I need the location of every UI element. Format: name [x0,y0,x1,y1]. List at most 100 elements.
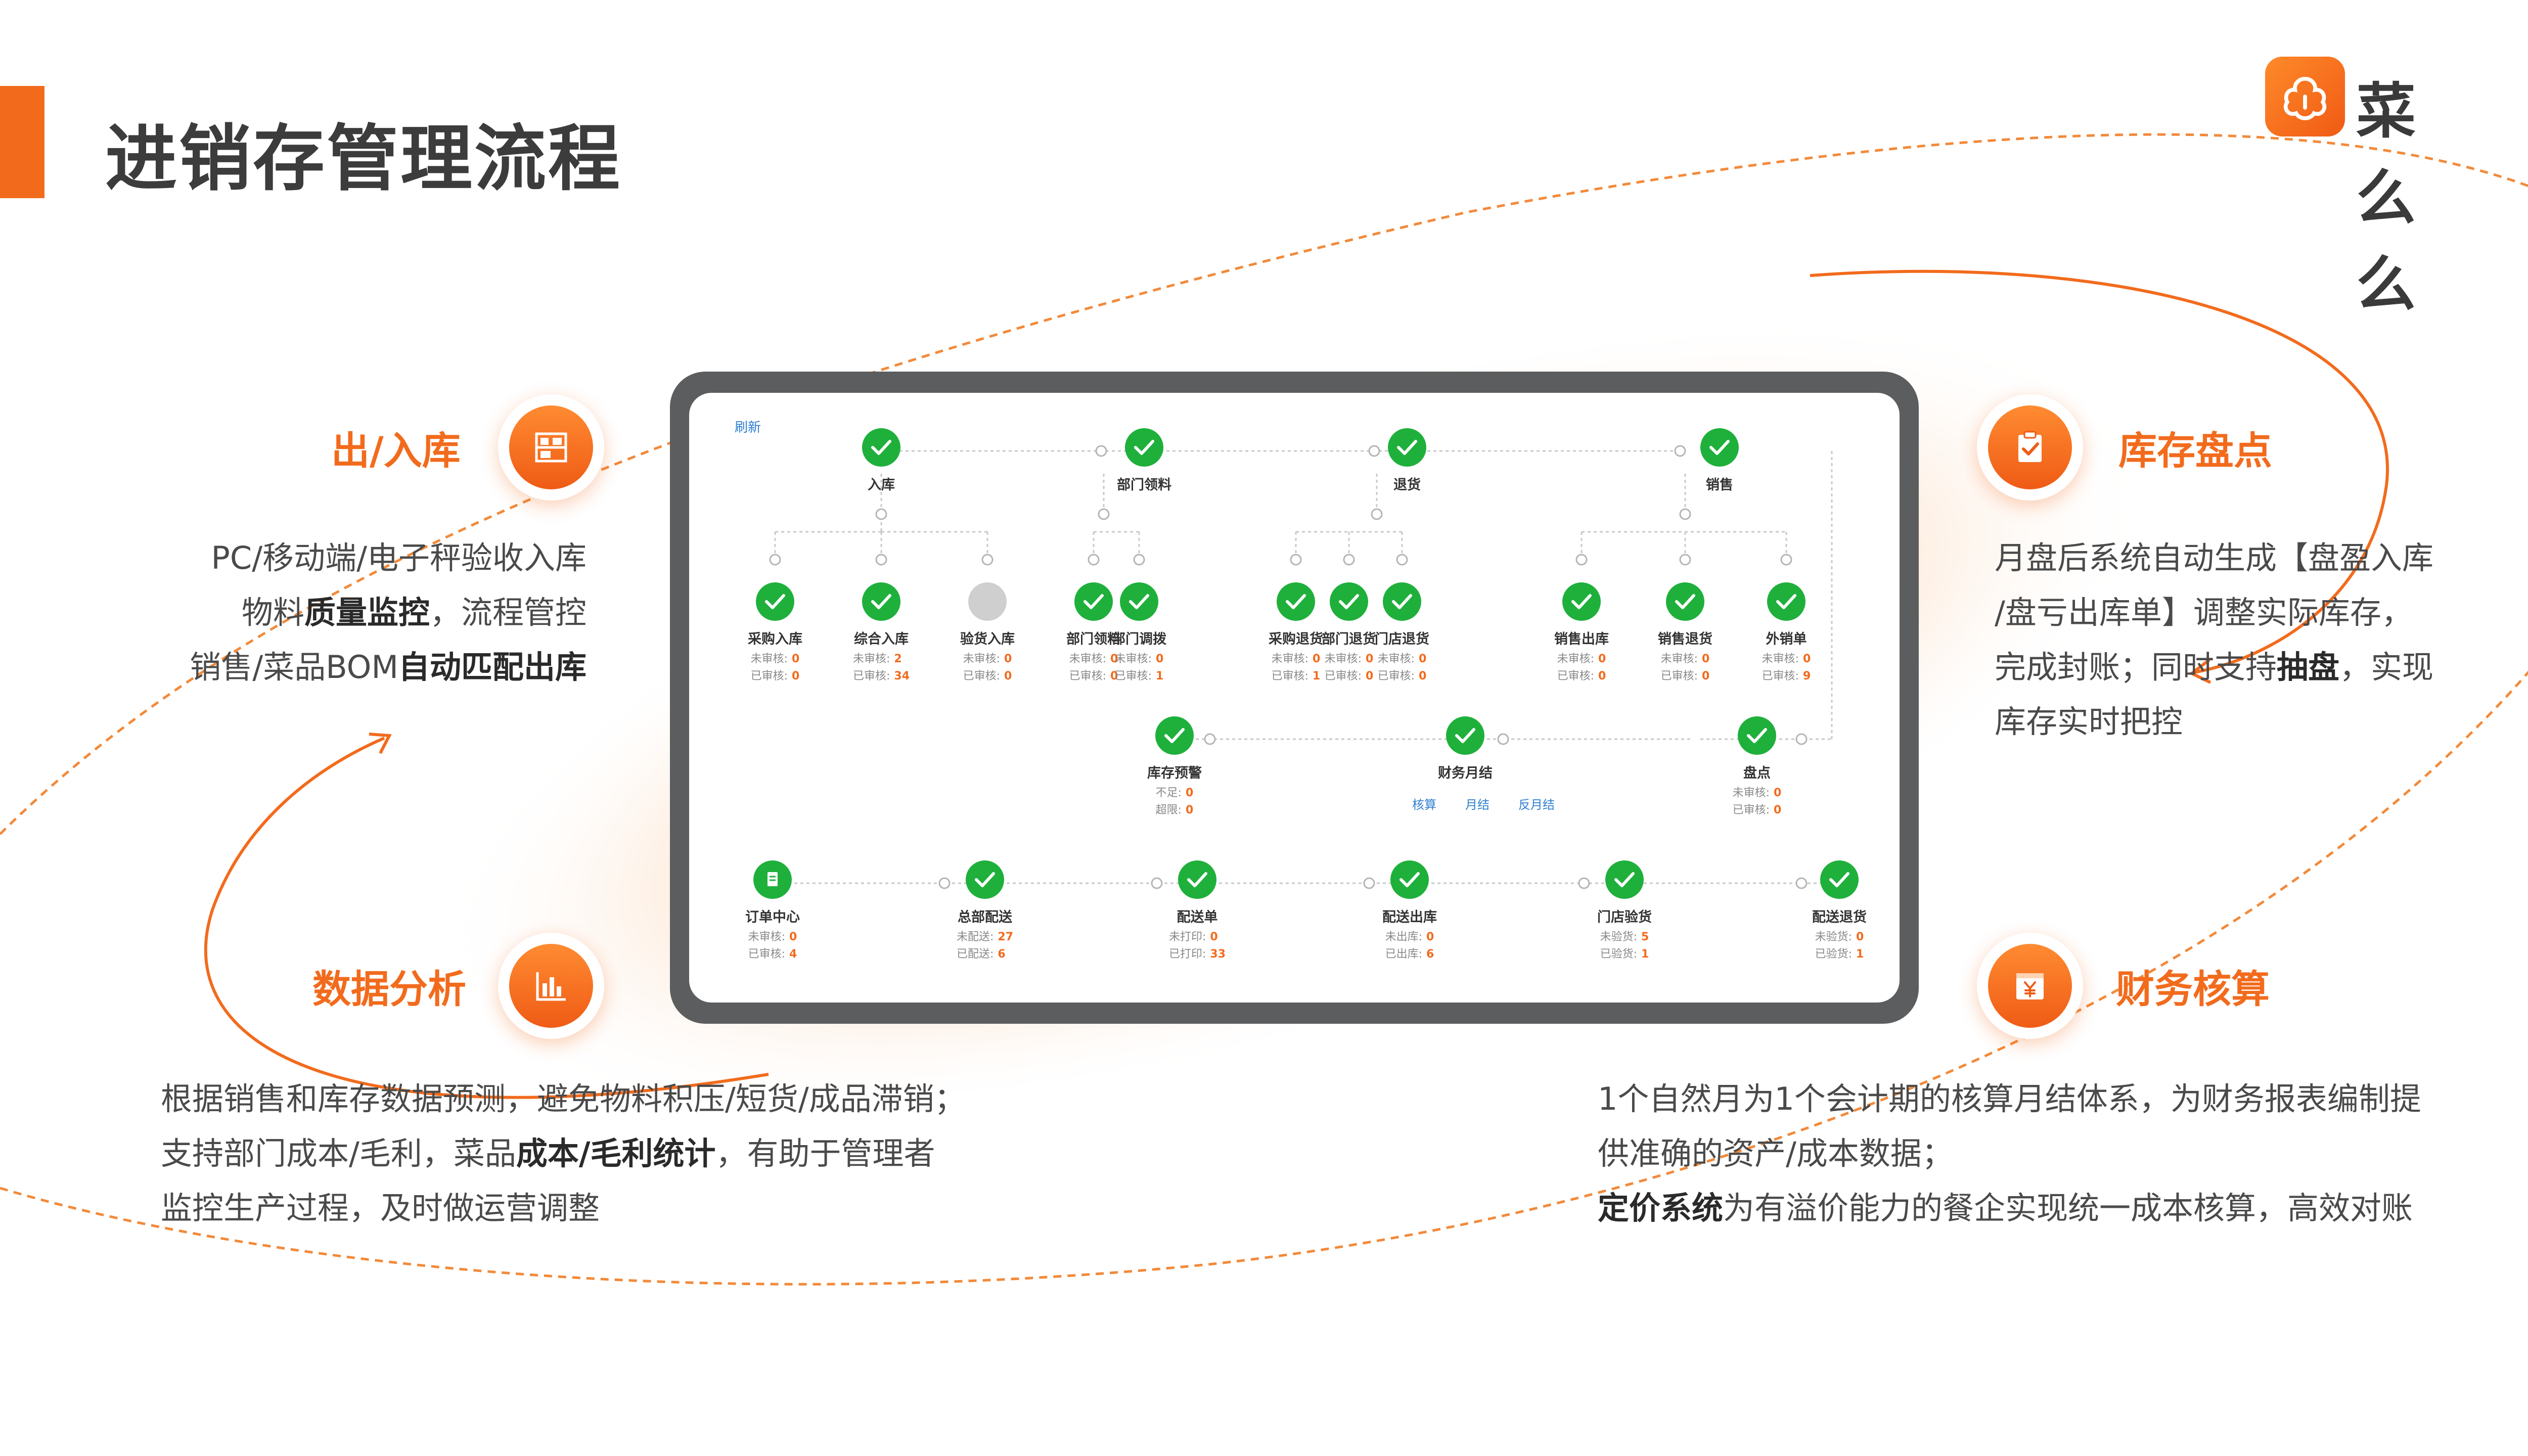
flow-node-label: 销售 [1706,477,1733,493]
orbit-dashed-lower [0,670,2528,1286]
feature-stocktake-text: 月盘后系统自动生成【盘盈入库 /盘亏出库单】调整实际库存， 完成封账；同时支持抽… [1995,531,2433,749]
flow-node-label: 部门领料 [1066,631,1121,647]
flow-node-dept-requisition[interactable]: 部门领料 [1094,428,1195,493]
link-month-close[interactable]: 月结 [1465,798,1489,812]
link-accounting[interactable]: 核算 [1412,798,1436,812]
check-icon [1562,582,1601,621]
check-icon [1820,860,1859,899]
flow-node-label: 配送出库 [1382,909,1437,925]
refresh-link[interactable]: 刷新 [735,420,761,435]
flow-node-label: 采购入库 [748,631,802,647]
feature-finance-line2: 供准确的资产/成本数据； [1598,1135,1953,1172]
flow-node-label: 库存预警 [1147,765,1202,781]
brand-logo-icon [2265,57,2345,136]
feature-stocktake-line2: /盘亏出库单】调整实际库存， [1995,594,2413,631]
feature-finance-title: 财务核算 [2116,967,2270,1012]
check-icon [1767,582,1805,621]
feature-stocktake-badge [1977,394,2083,500]
flow-node-label: 总部配送 [958,909,1012,925]
flow-node-stocktake[interactable]: 盘点 未审核:0 已审核:0 [1706,716,1808,819]
bar-chart-icon [536,972,566,1001]
check-icon [1446,716,1484,755]
flow-node-label: 部门领料 [1117,477,1171,493]
orbit-arrow-left [204,737,769,1099]
feature-inout-badge [498,394,604,500]
check-icon [1738,716,1776,755]
link-reverse-close[interactable]: 反月结 [1518,798,1555,812]
pending-icon [968,582,1007,621]
flow-node-inbound[interactable]: 入库 [831,428,932,493]
flow-node-sales[interactable]: 销售 [1669,428,1770,493]
feature-analysis-line1: 根据销售和库存数据预测，避免物料积压/短货/成品滞销； [161,1080,966,1117]
feature-analysis-text: 根据销售和库存数据预测，避免物料积压/短货/成品滞销； 支持部门成本/毛利，菜品… [161,1072,966,1236]
feature-inout-title: 出/入库 [331,428,461,473]
check-icon [1178,860,1216,899]
check-icon [862,428,900,467]
orbit-dashed-upper [0,133,2528,835]
brand-logo: 菜么么 [2265,57,2452,319]
check-icon [1074,582,1113,621]
feature-stocktake-line1: 月盘后系统自动生成【盘盈入库 [1995,539,2434,576]
feature-stocktake-line4: 库存实时把控 [1995,703,2183,740]
flow-node-return[interactable]: 退货 [1357,428,1458,493]
orbit-arrow-left-head [369,733,392,754]
feature-stocktake-line3: 完成封账；同时支持抽盘，实现 [1995,649,2434,686]
yen-ledger-icon [2016,973,2044,999]
flow-node-month-close[interactable]: 财务月结 [1415,716,1516,782]
flow-node-label: 退货 [1393,477,1421,493]
flow-node-label: 门店验货 [1597,909,1652,925]
feature-analysis-title: 数据分析 [312,967,466,1012]
flow-node-label: 销售出库 [1554,631,1609,647]
feature-finance-badge [1977,933,2083,1039]
check-icon [1388,428,1426,467]
feature-inout-line2: 物料质量监控，流程管控 [241,594,586,631]
check-icon [862,582,900,621]
check-icon [966,860,1004,899]
orbit-arrow-right [1810,269,2389,674]
page-title: 进销存管理流程 [105,117,622,201]
flow-node-label: 财务月结 [1438,765,1493,781]
flow-node-label: 配送退货 [1812,909,1867,925]
feature-finance-text: 1个自然月为1个会计期的核算月结体系，为财务报表编制提 供准确的资产/成本数据；… [1598,1072,2421,1236]
flow-node-label: 部门退货 [1322,631,1376,647]
check-icon [1390,860,1429,899]
flow-node-label: 销售退货 [1658,631,1712,647]
feature-analysis-line2: 支持部门成本/毛利，菜品成本/毛利统计，有助于管理者 [161,1135,935,1172]
check-icon [1120,582,1158,621]
feature-finance-line1: 1个自然月为1个会计期的核算月结体系，为财务报表编制提 [1598,1080,2421,1117]
feature-inout-line3: 销售/菜品BOM自动匹配出库 [190,649,586,686]
title-accent-bar [0,86,44,198]
flow-node-label: 入库 [868,477,895,493]
flow-node-stats: 未审核:0 已审核:0 [1732,787,1782,816]
warehouse-icon [535,432,567,463]
flow-node-stock-alert[interactable]: 库存预警 不足:0 超限:0 [1124,716,1225,819]
